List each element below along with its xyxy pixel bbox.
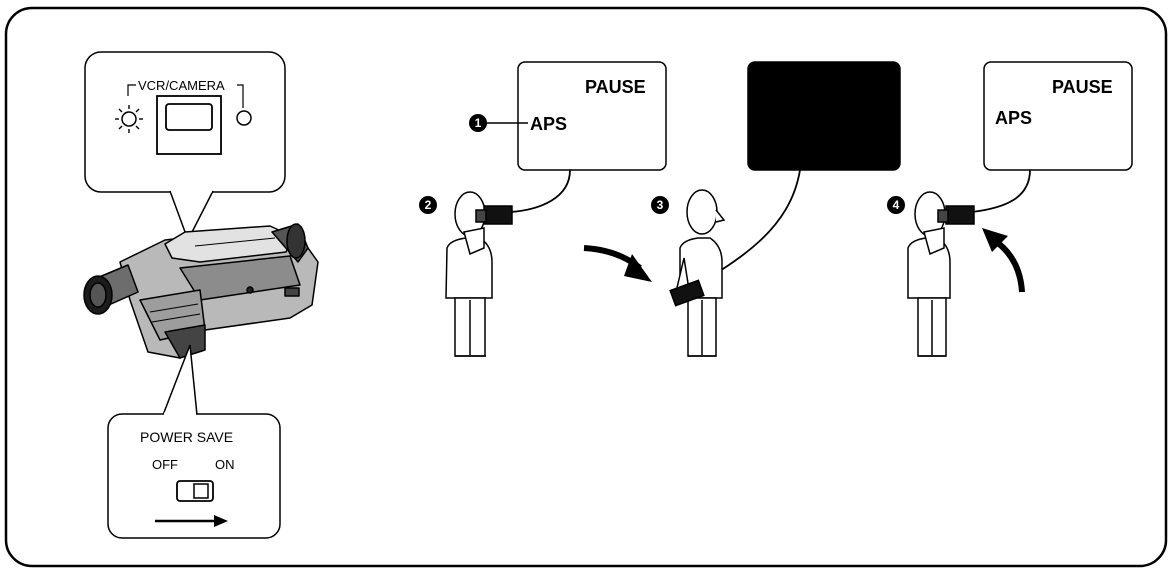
- person-filming-icon: [445, 191, 513, 357]
- lit-lamp-icon: [115, 105, 143, 133]
- arrow-right-icon: [214, 515, 228, 527]
- camcorder-icon: [83, 223, 319, 359]
- unlit-lamp-icon: [236, 110, 252, 126]
- curved-arrow-up-icon: [982, 228, 1025, 293]
- vcr-camera-inset: [84, 51, 286, 242]
- screen-1-status: PAUSE: [585, 77, 646, 97]
- power-save-inset: [107, 344, 281, 539]
- step-4-marker: 4: [887, 196, 905, 214]
- off-label: OFF: [152, 457, 178, 472]
- on-label: ON: [215, 457, 235, 472]
- power-save-title: POWER SAVE: [140, 429, 234, 445]
- screen-3: [971, 61, 1133, 213]
- screen-3-status: PAUSE: [1052, 77, 1113, 97]
- screen-1: [486, 61, 667, 213]
- curved-arrow-down-icon: [583, 245, 652, 282]
- step-3-marker: 3: [651, 196, 669, 214]
- person-camera-lowered-icon: [669, 189, 726, 357]
- step-2-marker: 2: [419, 196, 437, 214]
- step-1-marker: 1: [469, 114, 487, 132]
- screen-1-mode: APS: [530, 114, 568, 134]
- person-filming-again-icon: [907, 191, 975, 357]
- screen-3-mode: APS: [995, 108, 1033, 128]
- vcr-camera-label: VCR/CAMERA: [138, 78, 225, 93]
- outer-frame: [4, 6, 1168, 568]
